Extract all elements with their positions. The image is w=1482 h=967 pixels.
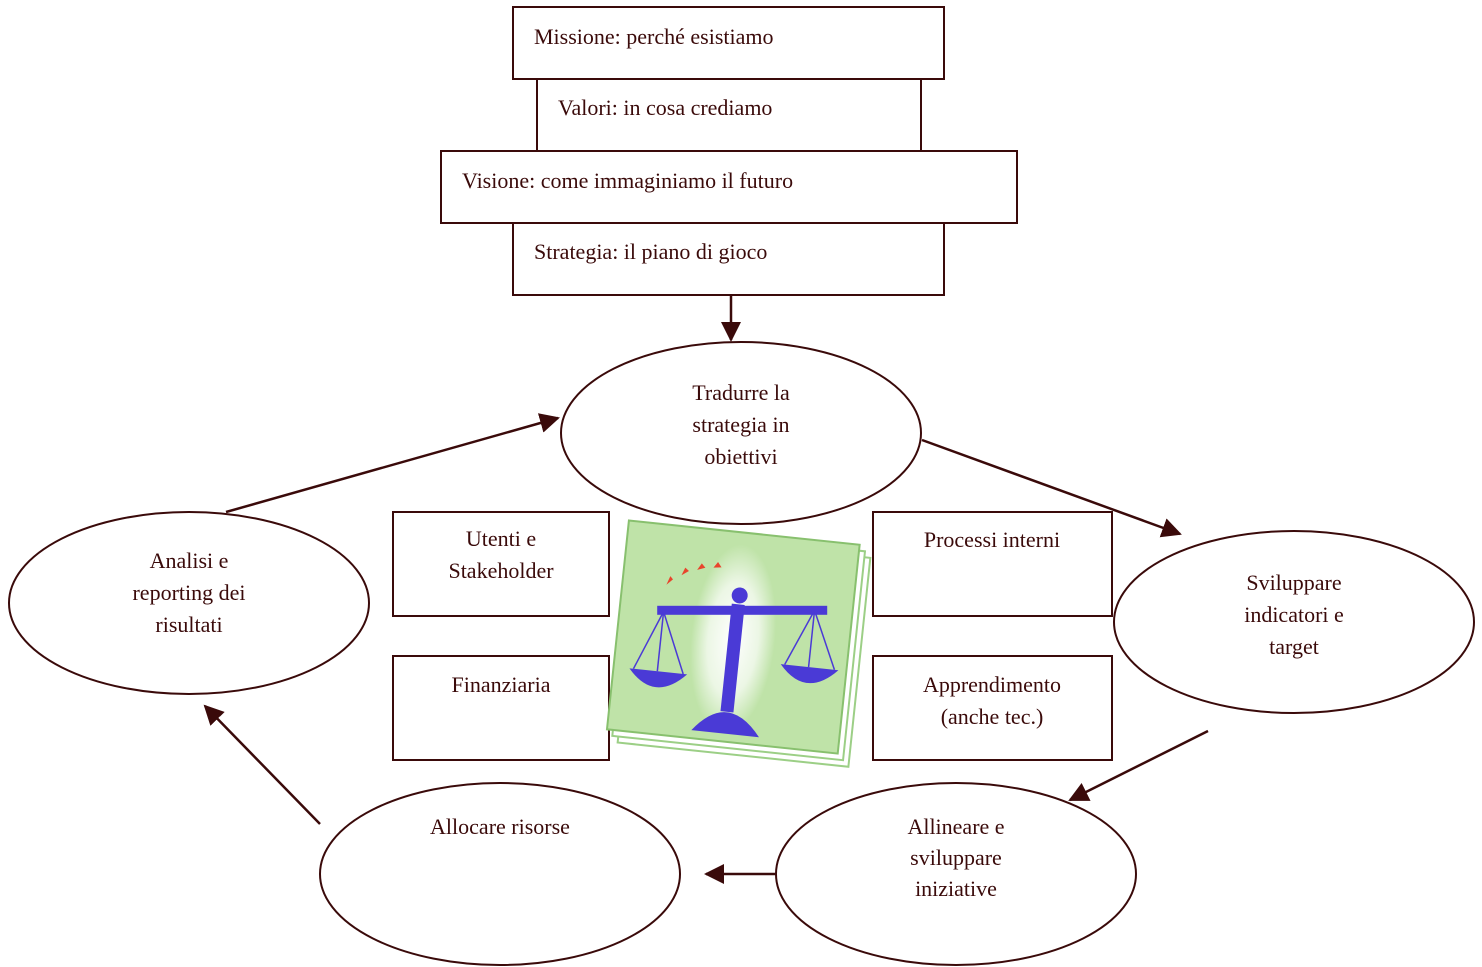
align-line-2: sviluppare [910,845,1002,870]
arrow-translate-to-develop [921,438,1182,538]
financial-box: Finanziaria [392,655,610,761]
develop-line-1: Sviluppare [1246,570,1341,595]
translate-line-2: strategia in [692,412,789,437]
users-line-1: Utenti e [466,526,536,551]
analysis-ellipse: Analisi e reporting dei risultati [8,511,370,695]
mission-label: Missione: perché esistiamo [534,24,774,49]
translate-ellipse: Tradurre la strategia in obiettivi [560,341,922,525]
users-line-2: Stakeholder [448,558,554,583]
develop-line-2: indicatori e [1244,602,1344,627]
arrow-develop-to-align [1068,729,1209,802]
analysis-line-2: reporting dei [132,580,245,605]
arrow-allocate-to-analysis [203,704,321,825]
users-stakeholder-box: Utenti e Stakeholder [392,511,610,617]
align-initiatives-ellipse: Allineare e sviluppare iniziative [775,782,1137,966]
translate-line-1: Tradurre la [692,380,790,405]
financial-line-1: Finanziaria [452,672,551,697]
develop-indicators-ellipse: Sviluppare indicatori e target [1113,530,1475,714]
develop-line-3: target [1269,634,1319,659]
translate-line-3: obiettivi [704,444,777,469]
values-label: Valori: in cosa crediamo [558,95,772,120]
values-box: Valori: in cosa crediamo [536,78,922,152]
balance-scale-icon [605,519,872,768]
learning-line-2: (anche tec.) [941,704,1044,729]
learning-line-1: Apprendimento [923,672,1061,697]
arrow-analysis-to-translate [225,413,560,514]
align-line-1: Allineare e [907,814,1004,839]
strategy-box: Strategia: il piano di gioco [512,222,945,296]
mission-box: Missione: perché esistiamo [512,6,945,80]
analysis-line-3: risultati [155,612,222,637]
allocate-line-1: Allocare risorse [430,814,570,839]
analysis-line-1: Analisi e [150,548,229,573]
allocate-resources-ellipse: Allocare risorse [319,782,681,966]
processes-line-1: Processi interni [924,527,1060,552]
learning-box: Apprendimento (anche tec.) [872,655,1113,761]
align-line-3: iniziative [915,876,997,901]
vision-box: Visione: come immaginiamo il futuro [440,150,1018,224]
vision-label: Visione: come immaginiamo il futuro [462,168,793,193]
internal-processes-box: Processi interni [872,511,1113,617]
strategy-label: Strategia: il piano di gioco [534,239,767,264]
